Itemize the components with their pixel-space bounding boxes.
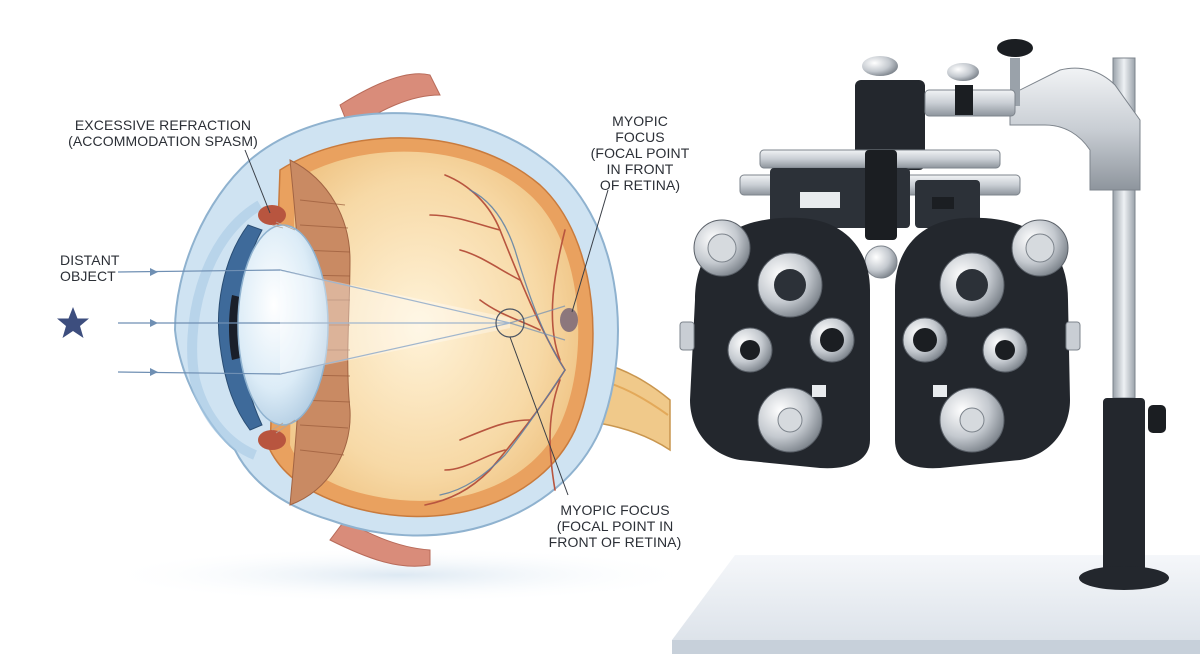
zonules: [271, 221, 296, 434]
left-cyl-dial-center: [707, 233, 737, 263]
top-knob-right: [947, 63, 979, 81]
refracted-ray-bottom: [279, 322, 511, 375]
incoming-ray-bottom: [117, 371, 281, 375]
ciliary-muscle-top: [258, 205, 286, 225]
table: [672, 555, 1200, 654]
top-connector: [955, 85, 973, 115]
leader-myopic-bottom: [509, 336, 569, 496]
center-column: [865, 150, 897, 240]
label-excessive-refraction-line1: EXCESSIVE REFRACTION: [74, 117, 252, 133]
right-label-tag: [933, 385, 947, 397]
pole-base: [1079, 566, 1169, 590]
ciliary-muscle-bottom: [258, 430, 286, 450]
label-myopic-top-line4: IN FRONT: [606, 161, 674, 177]
center-knob: [864, 245, 898, 279]
star-icon: [57, 307, 89, 338]
eye-cross-section: [57, 73, 700, 603]
right-eyepiece: [913, 328, 937, 352]
light-cone: [280, 270, 510, 374]
ray-arrowheads: [150, 268, 158, 376]
leader-lines: [244, 149, 609, 496]
pole-knob: [1148, 405, 1166, 433]
diverging-ray-bottom: [509, 322, 566, 341]
refracted-ray-top: [279, 269, 511, 324]
label-myopic-top-line3: (FOCAL POINT: [590, 145, 690, 161]
left-sphere-aperture: [774, 269, 806, 301]
label-myopic-focus-bottom: MYOPIC FOCUS (FOCAL POINT IN FRONT OF RE…: [545, 502, 685, 550]
leader-excessive-refraction: [244, 149, 271, 214]
label-myopic-top-line5: OF RETINA): [599, 177, 681, 193]
top-housing: [855, 80, 925, 170]
left-housing: [690, 217, 870, 469]
diverging-ray-top: [509, 305, 566, 324]
label-myopic-top-line1: MYOPIC: [612, 113, 668, 129]
label-myopic-focus-top: MYOPIC FOCUS (FOCAL POINT IN FRONT OF RE…: [590, 113, 690, 193]
label-distant-object: DISTANT OBJECT: [60, 252, 140, 284]
right-bottom-dial-center: [959, 407, 985, 433]
macula: [560, 308, 578, 332]
support-arm: [1009, 67, 1141, 191]
label-myopic-bottom-line2: (FOCAL POINT IN: [556, 518, 674, 534]
left-bottom-dial-center: [777, 407, 803, 433]
right-sphere-aperture: [956, 269, 988, 301]
light-rays: [117, 269, 566, 375]
vitreous: [290, 151, 579, 501]
arm-post: [1010, 58, 1020, 106]
table-edge: [672, 640, 1200, 654]
label-myopic-bottom-line1: MYOPIC FOCUS: [560, 502, 670, 518]
pupil: [229, 295, 240, 360]
left-label-tag: [812, 385, 826, 397]
phoropter-icon: [679, 39, 1169, 590]
incoming-ray-top: [117, 269, 281, 273]
label-distant-object-line1: DISTANT: [60, 252, 120, 268]
right-aux-aperture: [995, 340, 1015, 360]
scale-indicator: [932, 197, 954, 209]
leader-myopic-top: [571, 189, 609, 313]
label-myopic-bottom-line3: FRONT OF RETINA): [548, 534, 682, 550]
label-excessive-refraction: EXCESSIVE REFRACTION (ACCOMMODATION SPAS…: [68, 117, 258, 149]
right-side-lever: [1065, 321, 1081, 351]
table-top: [672, 555, 1200, 640]
label-distant-object-line2: OBJECT: [60, 268, 116, 284]
right-cyl-dial-center: [1025, 233, 1055, 263]
label-excessive-refraction-line2: (ACCOMMODATION SPASM): [68, 133, 258, 149]
retinal-veins: [439, 189, 566, 496]
left-eyepiece: [820, 328, 844, 352]
right-housing: [895, 217, 1070, 469]
pole-sleeve: [1103, 398, 1145, 578]
eye-shadow: [100, 547, 700, 603]
top-knob-left: [862, 56, 898, 76]
arm-knob: [997, 39, 1033, 57]
scale-window: [800, 192, 840, 208]
label-myopic-top-line2: FOCUS: [615, 129, 665, 145]
left-aux-aperture: [740, 340, 760, 360]
left-side-lever: [679, 321, 695, 351]
cornea: [187, 200, 263, 460]
